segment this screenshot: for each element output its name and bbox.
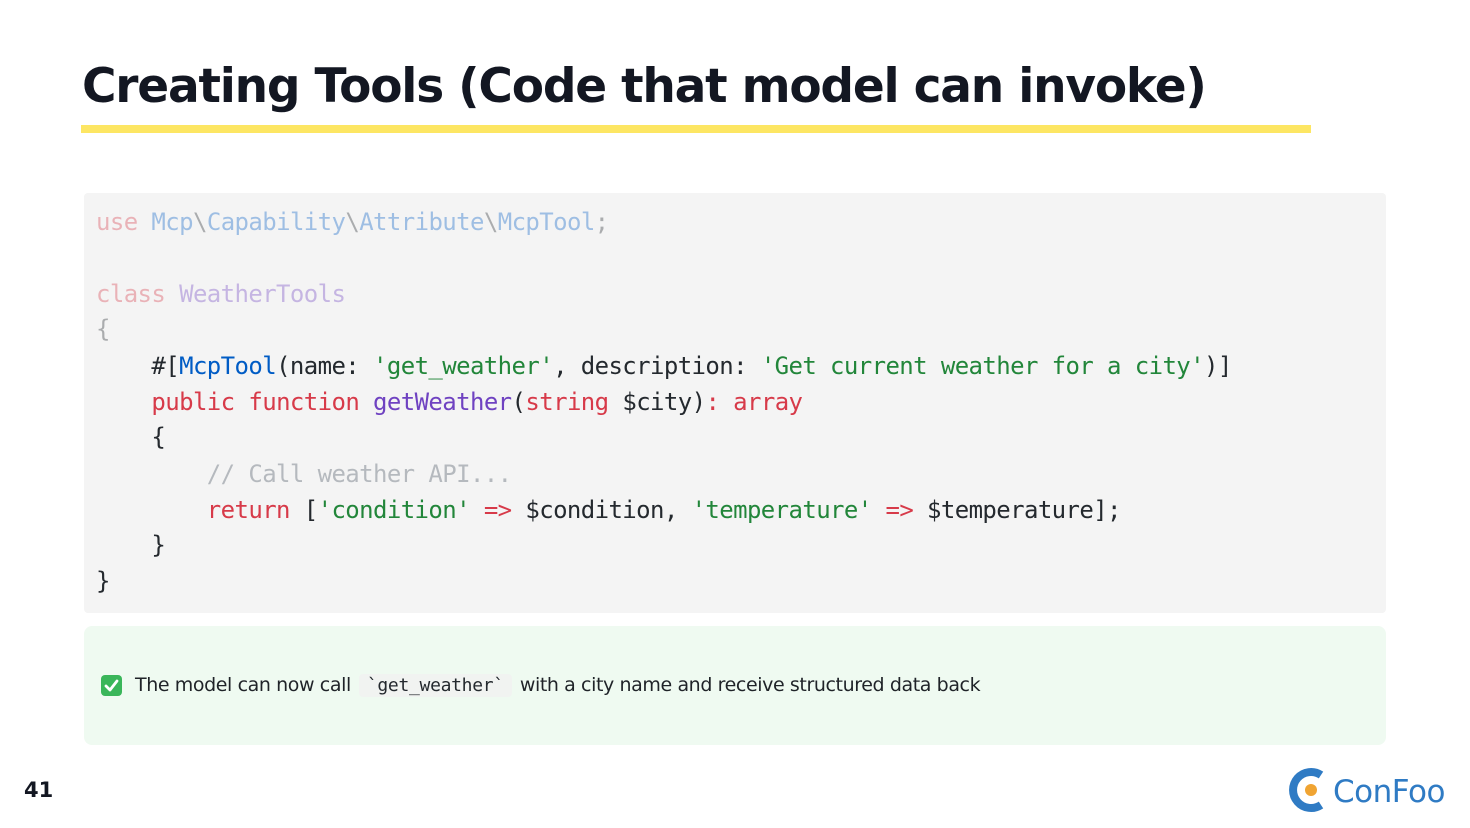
code-token: } <box>96 531 166 559</box>
code-token: { <box>96 315 110 343</box>
title-underline <box>81 125 1311 133</box>
code-token: Mcp <box>151 208 193 236</box>
code-token: use <box>96 208 138 236</box>
code-token <box>96 496 207 524</box>
code-token: WeatherTools <box>179 280 346 308</box>
code-line-8: // Call weather API... <box>96 456 512 492</box>
code-line-10: } <box>96 527 165 563</box>
confoo-logo: ConFoo <box>1287 766 1445 818</box>
code-token: class <box>96 280 166 308</box>
code-line-9: return ['condition' => $condition, 'temp… <box>96 492 1122 528</box>
code-line-1: use Mcp\Capability\Attribute\McpTool; <box>96 204 609 240</box>
code-token: $temperature]; <box>913 496 1122 524</box>
slide-title: Creating Tools (Code that model can invo… <box>82 59 1207 114</box>
code-token <box>96 388 151 416</box>
check-mark-icon <box>101 674 122 696</box>
page-number: 41 <box>24 778 54 802</box>
code-token <box>235 388 249 416</box>
code-token: function <box>248 388 360 416</box>
code-token: \ <box>345 208 360 236</box>
code-line-3: class WeatherTools <box>96 276 346 312</box>
code-token: $city) <box>608 388 706 416</box>
code-token: McpTool <box>179 352 277 380</box>
code-token: { <box>96 423 166 451</box>
code-token: => <box>483 496 512 524</box>
code-token: Capability <box>206 208 346 236</box>
code-line-7: { <box>96 419 165 455</box>
code-line-4: { <box>96 311 110 347</box>
inline-code: `get_weather` <box>358 673 512 697</box>
code-token: 'get_weather' <box>373 352 554 380</box>
code-token: 'condition' <box>317 496 471 524</box>
code-token: getWeather <box>373 388 512 416</box>
code-comment: // Call weather API... <box>206 460 512 488</box>
note-text-after: with a city name and receive structured … <box>519 674 981 696</box>
code-token: McpTool <box>497 208 596 236</box>
note-box <box>84 626 1386 745</box>
code-token: )] <box>1204 352 1232 380</box>
code-token: ( <box>511 388 526 416</box>
code-token <box>359 388 373 416</box>
code-token <box>872 496 886 524</box>
code-token: : <box>705 388 734 416</box>
note-text: The model can now call `get_weather` wit… <box>101 670 981 700</box>
code-token: return <box>206 496 291 524</box>
code-token: => <box>885 496 914 524</box>
code-token: public <box>151 388 235 416</box>
code-block <box>84 193 1386 613</box>
code-token: [ <box>289 496 318 524</box>
code-token: 'temperature' <box>691 496 873 524</box>
code-token: array <box>733 388 803 416</box>
code-token: \ <box>192 208 207 236</box>
code-token: } <box>96 567 110 595</box>
code-token <box>470 496 484 524</box>
code-token <box>96 460 207 488</box>
code-token: string <box>525 388 609 416</box>
code-token: (name: <box>276 352 374 380</box>
code-token: Attribute <box>359 208 484 236</box>
code-line-6: public function getWeather(string $city)… <box>96 384 803 420</box>
code-token: 'Get current weather for a city' <box>760 352 1205 380</box>
code-token: \ <box>483 208 498 236</box>
note-text-before: The model can now call <box>135 674 351 696</box>
code-line-11: } <box>96 563 110 599</box>
confoo-logo-icon <box>1287 765 1327 819</box>
code-token: $condition, <box>511 496 692 524</box>
code-line-5: #[McpTool(name: 'get_weather', descripti… <box>96 348 1232 384</box>
code-token: #[ <box>151 352 180 380</box>
confoo-logo-text: ConFoo <box>1333 774 1445 810</box>
code-token: ; <box>594 208 609 236</box>
code-token <box>96 352 151 380</box>
code-token: , description: <box>553 352 761 380</box>
